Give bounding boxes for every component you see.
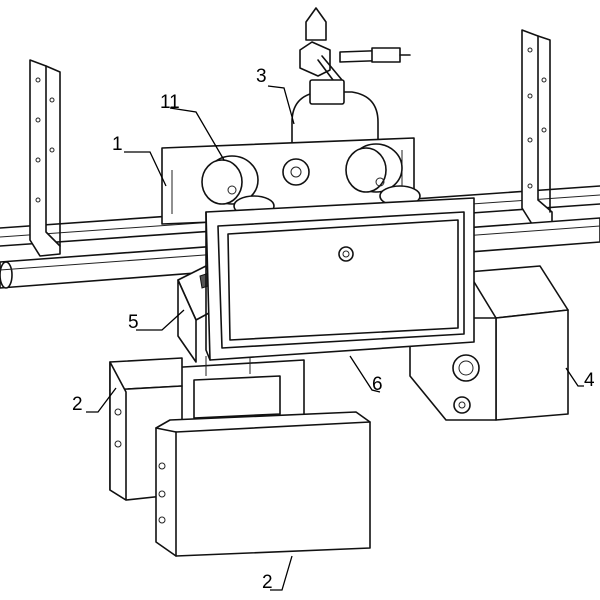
label-block-left: 2 [72,394,83,415]
block-bottom [155,411,371,557]
motor-body [165,352,305,427]
label-bracket: 5 [128,312,139,333]
cover-box [205,197,475,361]
side-box [409,265,569,421]
label-side-box: 4 [584,370,595,391]
label-cover-box: 6 [372,374,383,395]
left-upright-bracket [29,59,61,257]
leader-lines [86,85,584,591]
label-frame: 1 [112,134,123,155]
right-upright-bracket [521,29,553,225]
label-block-bottom: 2 [262,572,273,593]
label-cylinder: 3 [256,66,267,87]
label-rollers: 11 [160,92,180,113]
roller-assembly [201,143,421,217]
gas-cylinder [291,7,411,151]
